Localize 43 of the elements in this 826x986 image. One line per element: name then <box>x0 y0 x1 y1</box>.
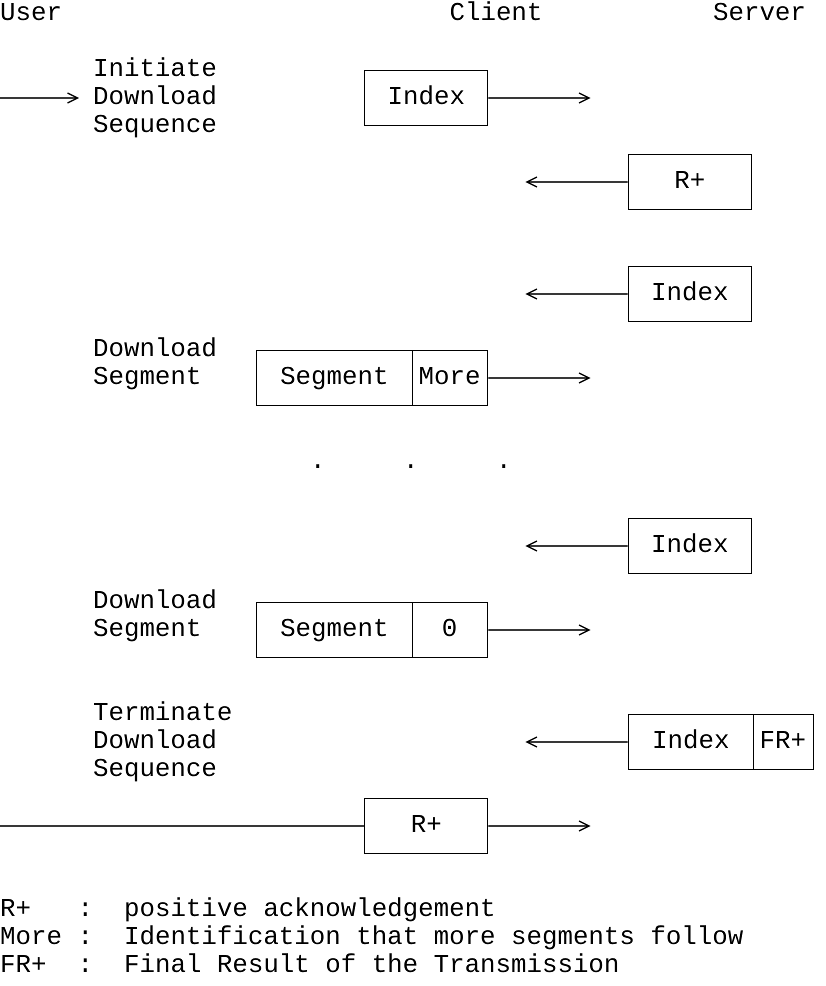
message-box <box>628 714 814 770</box>
ellipsis-dot: . <box>496 448 512 476</box>
message-field: More <box>412 351 486 405</box>
step-label: Download Segment <box>93 588 218 644</box>
message-box: Index <box>364 70 488 126</box>
message-box: Index <box>628 518 752 574</box>
message-field: FR+ <box>752 715 812 769</box>
ellipsis-dot: . <box>310 448 326 476</box>
step-label: Download Segment <box>93 336 218 392</box>
message-field: Segment <box>256 603 412 657</box>
message-field: Segment <box>256 351 412 405</box>
arrow <box>526 540 628 552</box>
arrow <box>526 176 628 188</box>
connector-line <box>0 825 364 827</box>
message-box <box>256 350 488 406</box>
legend-text: Identification that more segments follow <box>124 924 744 952</box>
legend-text: Final Result of the Transmission <box>124 952 620 980</box>
arrow <box>488 372 590 384</box>
arrow <box>526 736 628 748</box>
arrow <box>488 92 590 104</box>
column-header: User <box>0 0 62 28</box>
message-box <box>256 602 488 658</box>
legend-text: FR+ <box>0 952 46 980</box>
arrow <box>526 288 628 300</box>
message-field: Index <box>628 715 753 769</box>
legend-text: positive acknowledgement <box>124 896 496 924</box>
message-box: R+ <box>364 798 488 854</box>
legend-text: R+ <box>0 896 31 924</box>
step-label: Terminate Download Sequence <box>93 700 234 784</box>
step-label: Initiate Download Sequence <box>93 56 232 140</box>
legend-text: : <box>78 924 93 952</box>
column-header: Server <box>713 0 806 28</box>
message-box: R+ <box>628 154 752 210</box>
column-header: Client <box>450 0 542 28</box>
legend-text: : <box>78 952 93 980</box>
arrow <box>488 624 590 636</box>
ellipsis-dot: . <box>403 448 418 476</box>
legend-text: : <box>78 896 93 924</box>
arrow <box>0 92 78 104</box>
arrow <box>488 820 590 832</box>
message-box: Index <box>628 266 752 322</box>
message-field: 0 <box>412 603 486 657</box>
legend-text: More <box>0 924 62 952</box>
